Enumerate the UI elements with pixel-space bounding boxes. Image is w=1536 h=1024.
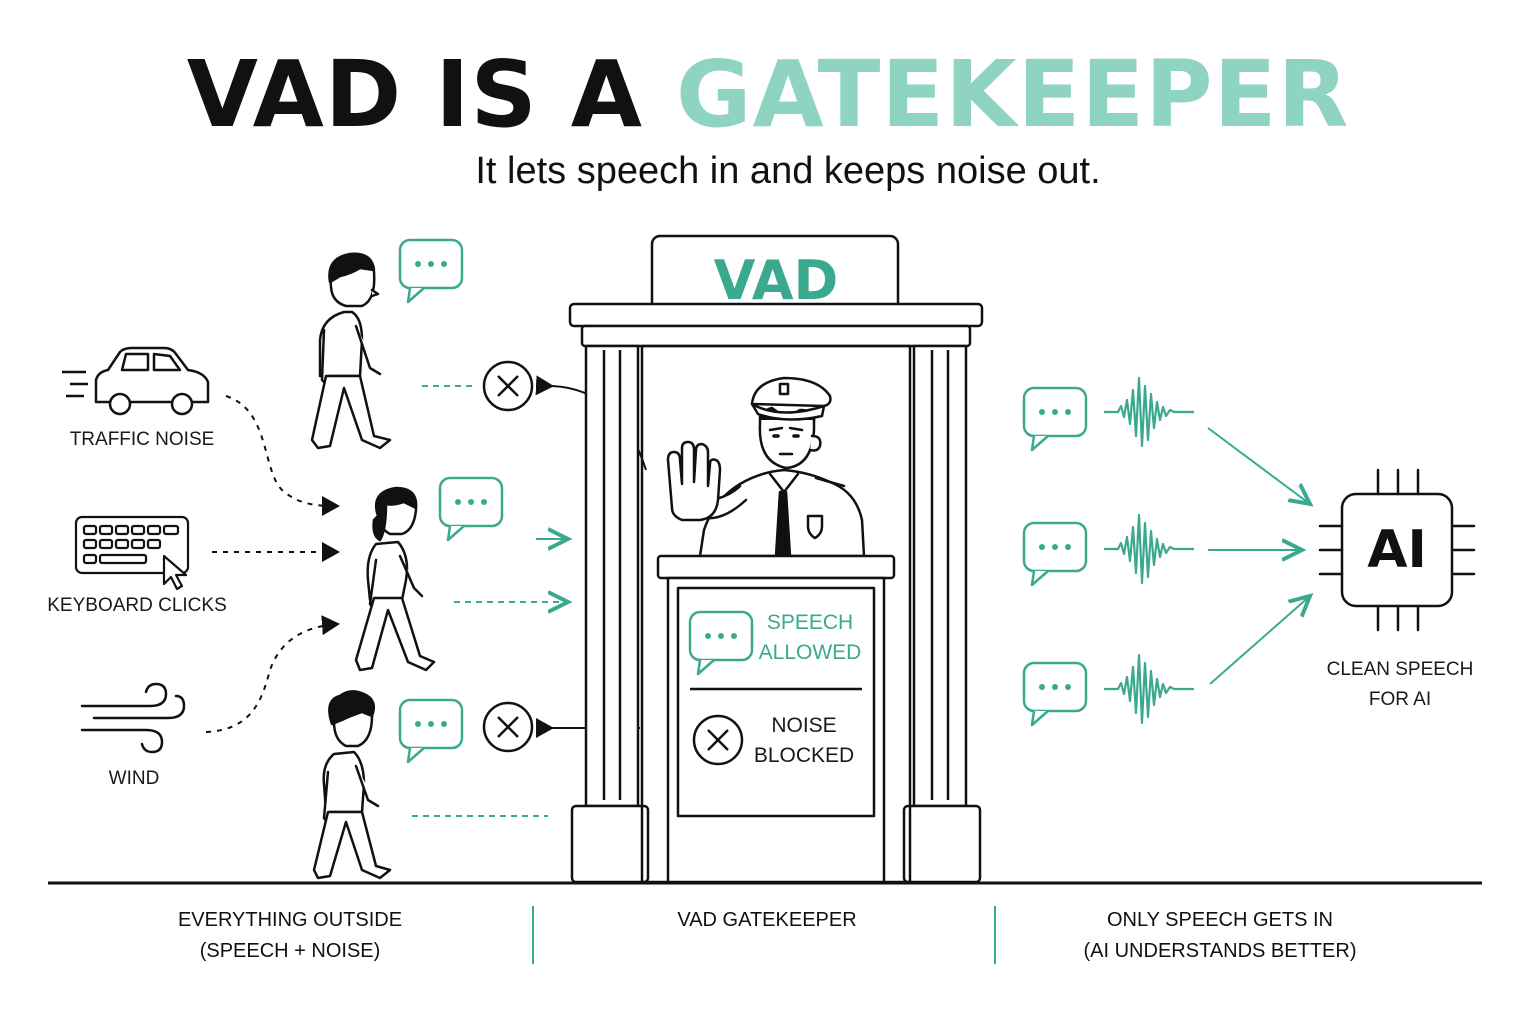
blocked-x-top-icon <box>482 360 534 412</box>
guard-figure <box>666 376 866 558</box>
vad-booth <box>568 234 984 884</box>
traffic-noise-label: TRAFFIC NOISE <box>69 429 215 450</box>
footer-col3-line-2: (AI UNDERSTANDS BETTER) <box>1083 940 1357 962</box>
to-ai-arrow-1 <box>1207 427 1310 504</box>
waveform-1-icon <box>1102 376 1196 448</box>
ai-chip-icon <box>1318 468 1476 632</box>
person-middle <box>354 486 436 672</box>
page-title: VAD IS A GATEKEEPER <box>0 40 1536 150</box>
footer-col1-line-2: (SPEECH + NOISE) <box>199 940 381 962</box>
panel-blocked-line-1: NOISE <box>771 714 837 737</box>
person-bottom <box>312 690 392 880</box>
keyboard-clicks-label: KEYBOARD CLICKS <box>47 595 227 616</box>
speech-bubble-person-top <box>398 238 464 304</box>
ai-caption-line-2: FOR AI <box>1368 689 1432 710</box>
ai-chip-label: AI <box>1367 520 1427 580</box>
wind-label: WIND <box>108 768 160 789</box>
panel-allowed-label: SPEECH ALLOWED <box>750 608 870 668</box>
wind-arrow <box>205 615 340 733</box>
wind-icon <box>80 682 186 754</box>
waveform-3-icon <box>1102 653 1196 725</box>
waveform-2-icon <box>1102 513 1196 585</box>
ai-caption-line-1: CLEAN SPEECH <box>1326 659 1474 680</box>
clean-speech-bubble-3 <box>1022 661 1088 727</box>
blocked-x-bottom-icon <box>482 701 534 753</box>
person-top <box>310 252 392 450</box>
booth-sign: VAD <box>713 249 839 312</box>
panel-blocked-label: NOISE BLOCKED <box>744 711 864 771</box>
title-accent: GATEKEEPER <box>676 41 1350 148</box>
footer-col-outside: EVERYTHING OUTSIDE (SPEECH + NOISE) <box>120 905 460 967</box>
page-subtitle: It lets speech in and keeps noise out. <box>475 150 1101 192</box>
footer-col2-line-1: VAD GATEKEEPER <box>677 909 857 931</box>
panel-allowed-line-1: SPEECH <box>766 611 854 634</box>
footer-col3-line-1: ONLY SPEECH GETS IN <box>1107 909 1333 931</box>
to-ai-arrow-3 <box>1209 596 1310 685</box>
footer-col-inside: ONLY SPEECH GETS IN (AI UNDERSTANDS BETT… <box>1060 905 1380 967</box>
panel-allowed-line-2: ALLOWED <box>758 641 862 664</box>
ai-caption: CLEAN SPEECH FOR AI <box>1300 655 1500 715</box>
keyboard-icon <box>74 515 190 591</box>
title-main: VAD IS A <box>186 41 643 148</box>
podium-blocked-icon <box>692 714 744 766</box>
car-icon <box>62 346 210 416</box>
footer-col1-line-1: EVERYTHING OUTSIDE <box>177 909 403 931</box>
speech-bubble-person-bottom <box>398 698 464 764</box>
clean-speech-bubble-1 <box>1022 386 1088 452</box>
footer-col-gatekeeper: VAD GATEKEEPER <box>620 905 914 936</box>
clean-speech-bubble-2 <box>1022 521 1088 587</box>
panel-blocked-line-2: BLOCKED <box>753 744 855 767</box>
speech-bubble-person-middle <box>438 476 504 542</box>
